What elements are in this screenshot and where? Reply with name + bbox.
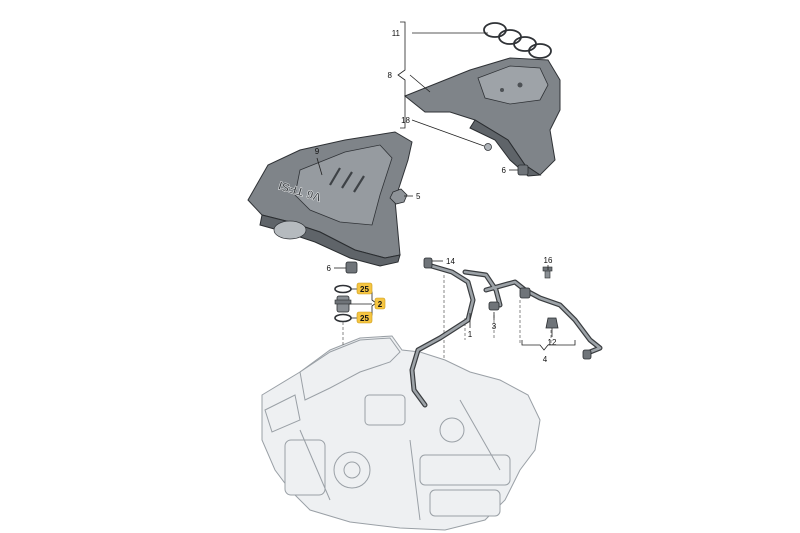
breather-hose-1 bbox=[409, 257, 476, 408]
breather-hose-4 bbox=[462, 269, 603, 360]
callout-6-lower: 6 bbox=[327, 264, 332, 273]
rubber-buffer-upper bbox=[517, 164, 529, 176]
callout-18: 18 bbox=[401, 116, 410, 125]
svg-text:25: 25 bbox=[360, 314, 369, 323]
four-rings-emblem bbox=[483, 22, 552, 59]
front-engine-cover: V6 TFSI bbox=[247, 131, 413, 267]
rear-engine-cover bbox=[404, 57, 561, 177]
bolt-part bbox=[542, 266, 553, 279]
highlight-25-lower: 25 bbox=[356, 311, 373, 324]
rubber-buffer-lower bbox=[345, 261, 358, 274]
callout-1: 1 bbox=[468, 330, 473, 339]
nut-part bbox=[389, 188, 408, 205]
callout-5: 5 bbox=[416, 192, 421, 201]
installation-lines bbox=[342, 275, 552, 360]
callout-3-hidden: 3 bbox=[492, 322, 497, 331]
highlight-25-upper: 25 bbox=[356, 282, 373, 295]
callout-8: 8 bbox=[388, 71, 393, 80]
callout-labels: 11 8 18 6 9 5 6 14 16 1 3 12 4 25 2 25 bbox=[315, 29, 557, 364]
callout-16: 16 bbox=[544, 256, 553, 265]
hose-clip-part bbox=[545, 317, 559, 329]
callout-11: 11 bbox=[392, 29, 401, 38]
highlight-2: 2 bbox=[374, 297, 386, 310]
callout-14: 14 bbox=[446, 257, 455, 266]
breather-valve-assembly bbox=[334, 284, 352, 323]
svg-text:25: 25 bbox=[360, 285, 369, 294]
callout-9: 9 bbox=[315, 147, 320, 156]
svg-text:2: 2 bbox=[378, 300, 383, 309]
callout-4: 4 bbox=[543, 355, 548, 364]
callout-6-upper: 6 bbox=[502, 166, 507, 175]
grommet-part bbox=[484, 143, 492, 151]
callout-12: 12 bbox=[548, 338, 557, 347]
engine-block bbox=[261, 335, 541, 531]
